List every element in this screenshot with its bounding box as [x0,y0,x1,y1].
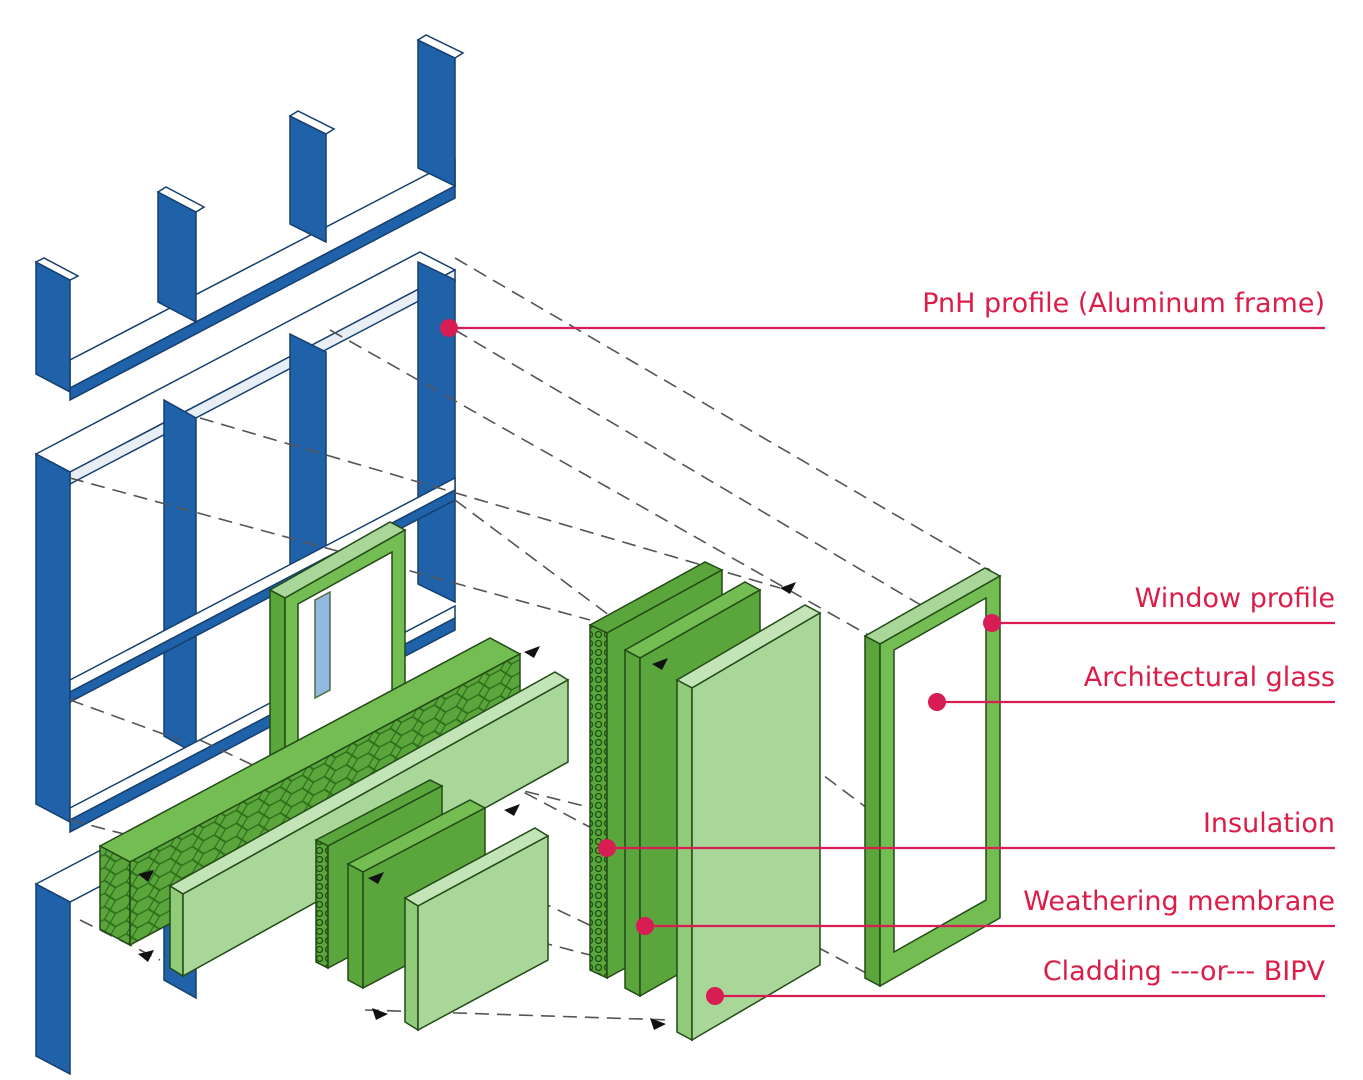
label-weathering-membrane: Weathering membrane [1023,886,1335,917]
callout-dot-glass [928,693,946,711]
frame-right-post [417,260,456,604]
frame-mid-post-1 [163,398,197,756]
large-cladding-panel [675,604,822,1042]
frame-bottom-left-post [35,882,71,1076]
frame-top-post-3 [289,114,327,244]
large-window-profile [863,567,1002,988]
label-window-profile: Window profile [1135,583,1335,614]
direction-arrows [138,582,796,1030]
callout-dot-window [983,614,1001,632]
label-cladding: Cladding ---or--- BIPV [1043,956,1326,987]
frame-top-post-2 [157,190,197,324]
label-pnh-profile: PnH profile (Aluminum frame) [922,288,1325,319]
callout-dot-membrane [636,917,654,935]
callouts [440,319,1335,1005]
frame-left-post [35,452,71,824]
callout-dot-cladding [706,987,724,1005]
callout-dot-insulation [598,839,616,857]
frame-top-post-1 [35,260,71,394]
label-architectural-glass: Architectural glass [1084,662,1335,693]
label-insulation: Insulation [1203,808,1335,839]
small-cladding-panel [403,827,550,1032]
callout-dot-pnh [440,319,458,337]
frame-top-post-4 [417,38,456,188]
